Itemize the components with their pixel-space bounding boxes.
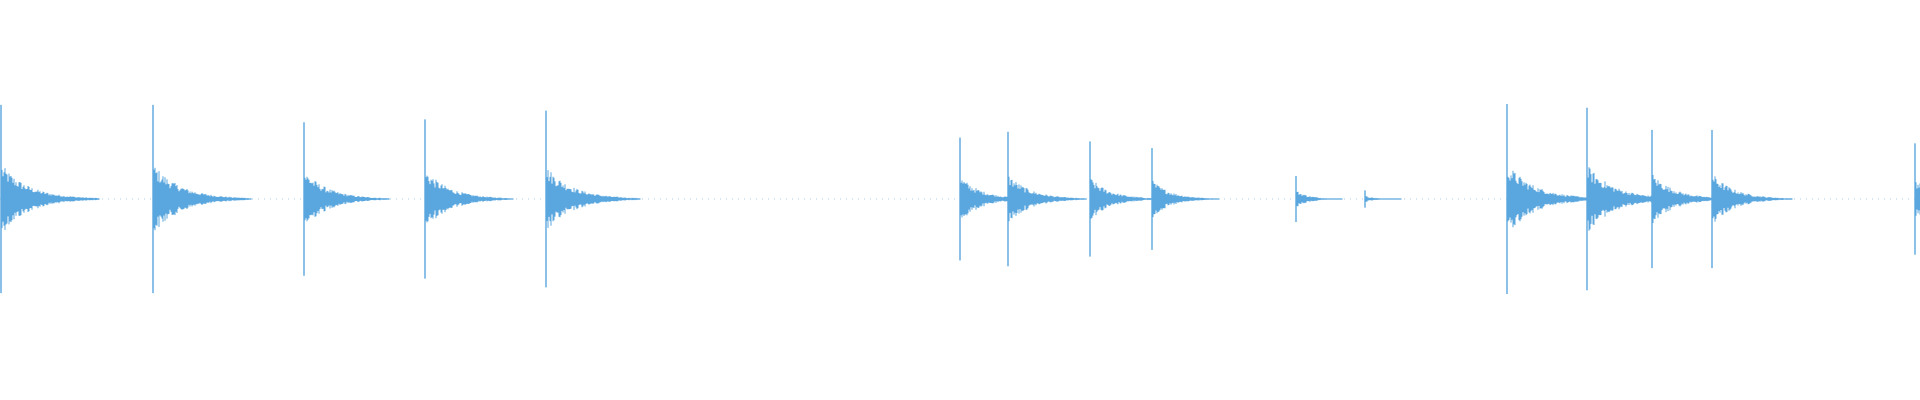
transient-8 bbox=[1151, 148, 1220, 250]
transient-14 bbox=[1711, 129, 1793, 269]
waveform-transients bbox=[0, 103, 1920, 295]
transient-9 bbox=[1295, 175, 1343, 223]
transient-7 bbox=[1089, 141, 1162, 257]
transient-2 bbox=[303, 122, 390, 276]
transient-3 bbox=[424, 119, 514, 279]
transient-10 bbox=[1364, 190, 1402, 208]
transient-15 bbox=[1914, 143, 1920, 255]
transient-4 bbox=[545, 110, 641, 288]
transient-0 bbox=[0, 104, 100, 294]
transient-1 bbox=[152, 104, 252, 294]
transient-6 bbox=[1007, 131, 1087, 267]
